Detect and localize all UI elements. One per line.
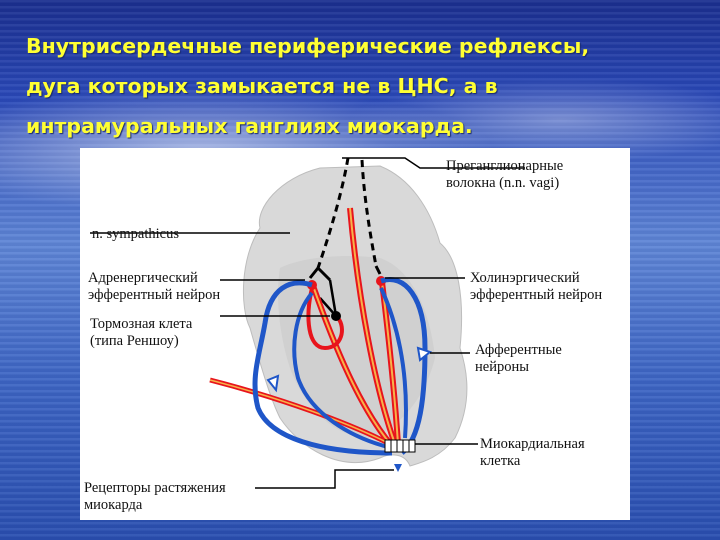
afferent-inner-right	[379, 287, 408, 439]
inhibitory-cell	[331, 311, 341, 321]
leader-stretch-receptors	[255, 469, 394, 489]
efferent-fiber-2-core	[349, 207, 396, 445]
label-afferent-neurons: Афферентные нейроны	[475, 342, 562, 375]
label-myocardial-cell: Миокардиальная клетка	[480, 436, 585, 469]
afferent-arc-right	[380, 277, 428, 455]
afferent-arc-left	[252, 280, 393, 456]
efferent-fiber-4-core	[209, 379, 395, 447]
label-sympathicus: n. sympathicus	[92, 226, 179, 242]
slide-title-line-1: Внутрисердечные периферические рефлексы,	[26, 34, 590, 58]
efferent-fiber-3-core	[381, 281, 399, 445]
heart-reflex-diagram: Преганглионарные волокна (n.n. vagi) n. …	[80, 148, 630, 520]
preganglionic-fiber-left	[316, 157, 350, 269]
label-cholinergic-neuron: Холинэргический эфферентный нейрон	[470, 270, 603, 303]
preganglionic-bracket	[342, 157, 525, 169]
inhibitory-loop	[306, 287, 344, 351]
diagram-drawing	[90, 157, 525, 489]
slide-title-line-3: интрамуральных ганглиях миокарда.	[26, 114, 473, 138]
slide-title-line-2: дуга которых замыкается не в ЦНС, а в	[26, 74, 498, 98]
label-adrenergic-neuron: Адренергический эфферентный нейрон	[88, 270, 221, 303]
afferent-inner-left	[292, 291, 393, 450]
slide-title: Внутрисердечные периферические рефлексы,…	[26, 26, 706, 146]
myocardial-cell-block	[384, 439, 416, 453]
preganglionic-fiber-right	[360, 159, 378, 267]
label-preganglionic-fibers: Преганглионарные волокна (n.n. vagi)	[446, 158, 564, 191]
vagal-branch-right	[374, 265, 382, 275]
label-stretch-receptors: Рецепторы растяжения миокарда	[84, 480, 226, 513]
stretch-receptor-triangle	[394, 464, 402, 472]
afferent-neuron-right	[416, 346, 433, 362]
efferent-fiber-1-core	[311, 282, 393, 447]
label-inhibitory-cell: Тормозная клета (типа Реншоу)	[90, 316, 193, 349]
afferent-neuron-left	[266, 374, 280, 393]
vagal-branch-left	[308, 266, 332, 282]
